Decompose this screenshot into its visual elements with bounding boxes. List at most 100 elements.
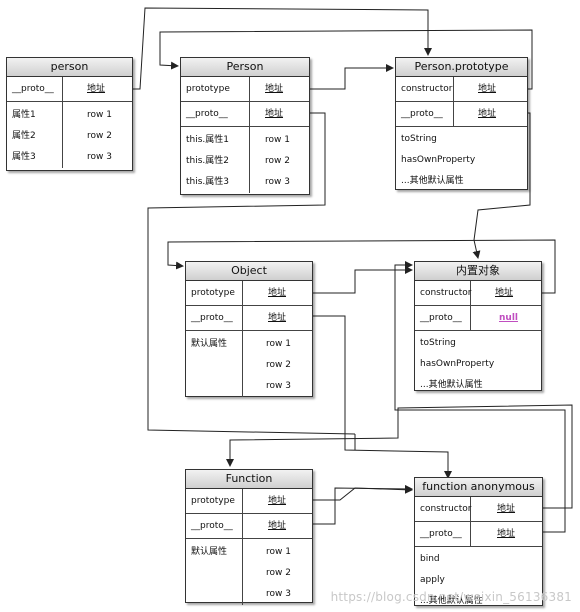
address-link[interactable]: 地址 — [265, 109, 284, 119]
box-title: Person — [181, 58, 309, 77]
key-label: prototype — [191, 288, 235, 298]
key-label: prototype — [191, 496, 235, 506]
list-item: ...其他默认属性 — [415, 591, 542, 612]
key-label: __proto__ — [191, 313, 233, 323]
address-link[interactable]: 地址 — [268, 313, 287, 323]
value-label: row 1 — [265, 135, 290, 145]
box-title: Object — [186, 262, 312, 281]
address-link[interactable]: 地址 — [268, 496, 287, 506]
property-label: hasOwnProperty — [401, 155, 476, 165]
row-constructor: constructor 地址 — [415, 497, 542, 522]
arrow-Object-prototype — [296, 266, 413, 294]
list-item: apply — [415, 570, 542, 591]
row-constructor: constructor 地址 — [396, 77, 527, 102]
property-label: ...其他默认属性 — [420, 380, 483, 390]
function-constructor-box: Function prototype 地址 __proto__ 地址 默认属性 r… — [185, 469, 313, 605]
address-link[interactable]: 地址 — [87, 84, 106, 94]
list-item: ...其他默认属性 — [396, 171, 527, 192]
list-item: toString — [396, 129, 527, 150]
key-label: this.属性1 — [186, 135, 230, 145]
key-label: __proto__ — [186, 109, 228, 119]
list-item: hasOwnProperty — [415, 354, 541, 375]
property-label: ...其他默认属性 — [420, 596, 483, 606]
address-link[interactable]: 地址 — [265, 84, 284, 94]
value-label: row 3 — [266, 589, 291, 599]
value-label: row 2 — [266, 568, 291, 578]
row-prototype: prototype 地址 — [186, 489, 312, 514]
value-label: row 1 — [266, 547, 291, 557]
arrow-Function-prototype — [296, 485, 413, 501]
key-label: 默认属性 — [191, 547, 228, 557]
property-label: hasOwnProperty — [420, 359, 495, 369]
value-label: row 2 — [266, 360, 291, 370]
list-item: hasOwnProperty — [396, 150, 527, 171]
row-prototype: prototype 地址 — [181, 77, 309, 102]
table-row: this.属性2 row 2 — [181, 151, 309, 172]
row-proto: __proto__ 地址 — [186, 514, 312, 539]
address-link[interactable]: 地址 — [497, 529, 516, 539]
row-constructor: constructor 地址 — [415, 281, 541, 306]
person-object-box: person __proto__ 地址 属性1 row 1 属性2 row 2 属性… — [6, 57, 133, 171]
row-proto: __proto__ 地址 — [415, 522, 542, 547]
box-title: function anonymous — [415, 478, 542, 497]
key-label: __proto__ — [12, 84, 54, 94]
value-label: row 3 — [266, 381, 291, 391]
table-row: 默认属性 row 1 — [186, 334, 312, 355]
address-link[interactable]: 地址 — [268, 288, 287, 298]
builtin-object-box: 内置对象 constructor 地址 __proto__ null toStr… — [414, 261, 542, 391]
value-label: row 3 — [265, 177, 290, 187]
key-label: this.属性2 — [186, 156, 230, 166]
table-row: row 3 — [186, 376, 312, 397]
key-label: 属性1 — [12, 110, 36, 120]
table-row: 默认属性 row 1 — [186, 542, 312, 563]
table-row: row 2 — [186, 563, 312, 584]
person-constructor-box: Person prototype 地址 __proto__ 地址 this.属性… — [180, 57, 310, 195]
row-proto: __proto__ 地址 — [396, 102, 527, 127]
property-label: apply — [420, 575, 445, 585]
key-label: prototype — [186, 84, 230, 94]
value-label: row 2 — [87, 131, 112, 141]
box-title: 内置对象 — [415, 262, 541, 281]
list-item: ...其他默认属性 — [415, 375, 541, 396]
key-label: constructor — [420, 504, 472, 514]
watermark-text: https://blog.csdn.net/weixin_56136381 — [330, 590, 572, 604]
address-link[interactable]: 地址 — [497, 504, 516, 514]
address-link[interactable]: 地址 — [495, 288, 514, 298]
table-row: row 3 — [186, 584, 312, 605]
box-title: Person.prototype — [396, 58, 527, 77]
list-item: toString — [415, 333, 541, 354]
property-label: ...其他默认属性 — [401, 176, 464, 186]
value-label: row 3 — [87, 152, 112, 162]
key-label: constructor — [401, 84, 453, 94]
value-label: row 1 — [266, 339, 291, 349]
row-proto: __proto__ 地址 — [7, 77, 132, 102]
person-prototype-box: Person.prototype constructor 地址 __proto_… — [395, 57, 528, 190]
object-constructor-box: Object prototype 地址 __proto__ 地址 默认属性 row… — [185, 261, 313, 397]
key-label: 属性2 — [12, 131, 36, 141]
address-link[interactable]: 地址 — [478, 84, 497, 94]
box-title: Function — [186, 470, 312, 489]
key-label: constructor — [420, 288, 472, 298]
table-row: this.属性3 row 3 — [181, 172, 309, 193]
key-label: __proto__ — [420, 313, 462, 323]
row-prototype: prototype 地址 — [186, 281, 312, 306]
arrow-Function-proto — [298, 484, 413, 525]
key-label: 属性3 — [12, 152, 36, 162]
key-label: __proto__ — [420, 529, 462, 539]
address-link[interactable]: 地址 — [268, 521, 287, 531]
key-label: __proto__ — [191, 521, 233, 531]
table-row: this.属性1 row 1 — [181, 130, 309, 151]
table-row: 属性3 row 3 — [7, 147, 132, 168]
value-label: row 2 — [265, 156, 290, 166]
table-row: row 2 — [186, 355, 312, 376]
key-label: 默认属性 — [191, 339, 228, 349]
value-label: row 1 — [87, 110, 112, 120]
key-label: this.属性3 — [186, 177, 230, 187]
list-item: bind — [415, 549, 542, 570]
row-proto: __proto__ 地址 — [186, 306, 312, 331]
null-value: null — [499, 313, 518, 323]
box-title: person — [7, 58, 132, 77]
table-row: 属性2 row 2 — [7, 126, 132, 147]
address-link[interactable]: 地址 — [478, 109, 497, 119]
function-anonymous-box: function anonymous constructor 地址 __prot… — [414, 477, 543, 606]
